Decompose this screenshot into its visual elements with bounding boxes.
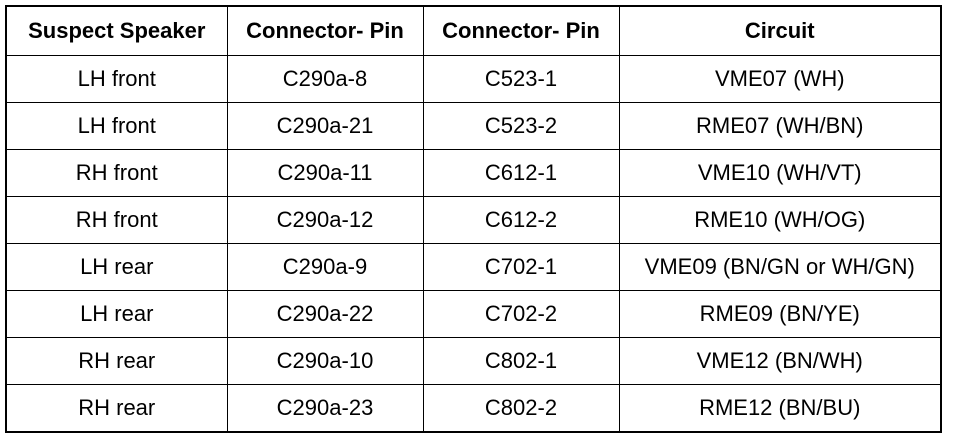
cell-connector-pin-1: C290a-23 [226, 384, 424, 433]
cell-suspect-speaker: RH front [5, 196, 228, 244]
cell-suspect-speaker: LH front [5, 55, 228, 103]
cell-circuit: VME10 (WH/VT) [618, 149, 942, 197]
header-connector-pin-1: Connector- Pin [226, 5, 424, 56]
cell-suspect-speaker: RH front [5, 149, 228, 197]
speaker-circuit-table: Suspect Speaker Connector- Pin Connector… [5, 5, 942, 433]
cell-circuit: VME09 (BN/GN or WH/GN) [618, 243, 942, 291]
cell-suspect-speaker: RH rear [5, 337, 228, 385]
cell-connector-pin-2: C612-2 [422, 196, 620, 244]
table-row: LH front C290a-21 C523-2 RME07 (WH/BN) [5, 102, 942, 150]
cell-connector-pin-2: C612-1 [422, 149, 620, 197]
cell-suspect-speaker: LH rear [5, 243, 228, 291]
cell-suspect-speaker: RH rear [5, 384, 228, 433]
cell-connector-pin-2: C802-1 [422, 337, 620, 385]
header-connector-pin-2: Connector- Pin [422, 5, 620, 56]
table-row: RH rear C290a-10 C802-1 VME12 (BN/WH) [5, 337, 942, 385]
cell-connector-pin-2: C702-2 [422, 290, 620, 338]
cell-connector-pin-2: C702-1 [422, 243, 620, 291]
cell-circuit: VME12 (BN/WH) [618, 337, 942, 385]
header-suspect-speaker: Suspect Speaker [5, 5, 228, 56]
cell-circuit: RME10 (WH/OG) [618, 196, 942, 244]
cell-connector-pin-1: C290a-10 [226, 337, 424, 385]
cell-connector-pin-2: C523-1 [422, 55, 620, 103]
cell-circuit: RME09 (BN/YE) [618, 290, 942, 338]
speaker-circuit-table-container: Suspect Speaker Connector- Pin Connector… [5, 5, 942, 433]
table-header-row: Suspect Speaker Connector- Pin Connector… [5, 5, 942, 56]
cell-circuit: RME12 (BN/BU) [618, 384, 942, 433]
table-row: LH rear C290a-22 C702-2 RME09 (BN/YE) [5, 290, 942, 338]
cell-connector-pin-2: C802-2 [422, 384, 620, 433]
table-row: RH rear C290a-23 C802-2 RME12 (BN/BU) [5, 384, 942, 433]
cell-connector-pin-1: C290a-22 [226, 290, 424, 338]
table-row: RH front C290a-12 C612-2 RME10 (WH/OG) [5, 196, 942, 244]
table-row: LH front C290a-8 C523-1 VME07 (WH) [5, 55, 942, 103]
cell-suspect-speaker: LH front [5, 102, 228, 150]
cell-circuit: RME07 (WH/BN) [618, 102, 942, 150]
cell-connector-pin-1: C290a-21 [226, 102, 424, 150]
cell-connector-pin-1: C290a-11 [226, 149, 424, 197]
table-row: LH rear C290a-9 C702-1 VME09 (BN/GN or W… [5, 243, 942, 291]
cell-connector-pin-2: C523-2 [422, 102, 620, 150]
cell-connector-pin-1: C290a-8 [226, 55, 424, 103]
table-row: RH front C290a-11 C612-1 VME10 (WH/VT) [5, 149, 942, 197]
header-circuit: Circuit [618, 5, 942, 56]
cell-circuit: VME07 (WH) [618, 55, 942, 103]
cell-suspect-speaker: LH rear [5, 290, 228, 338]
cell-connector-pin-1: C290a-12 [226, 196, 424, 244]
cell-connector-pin-1: C290a-9 [226, 243, 424, 291]
